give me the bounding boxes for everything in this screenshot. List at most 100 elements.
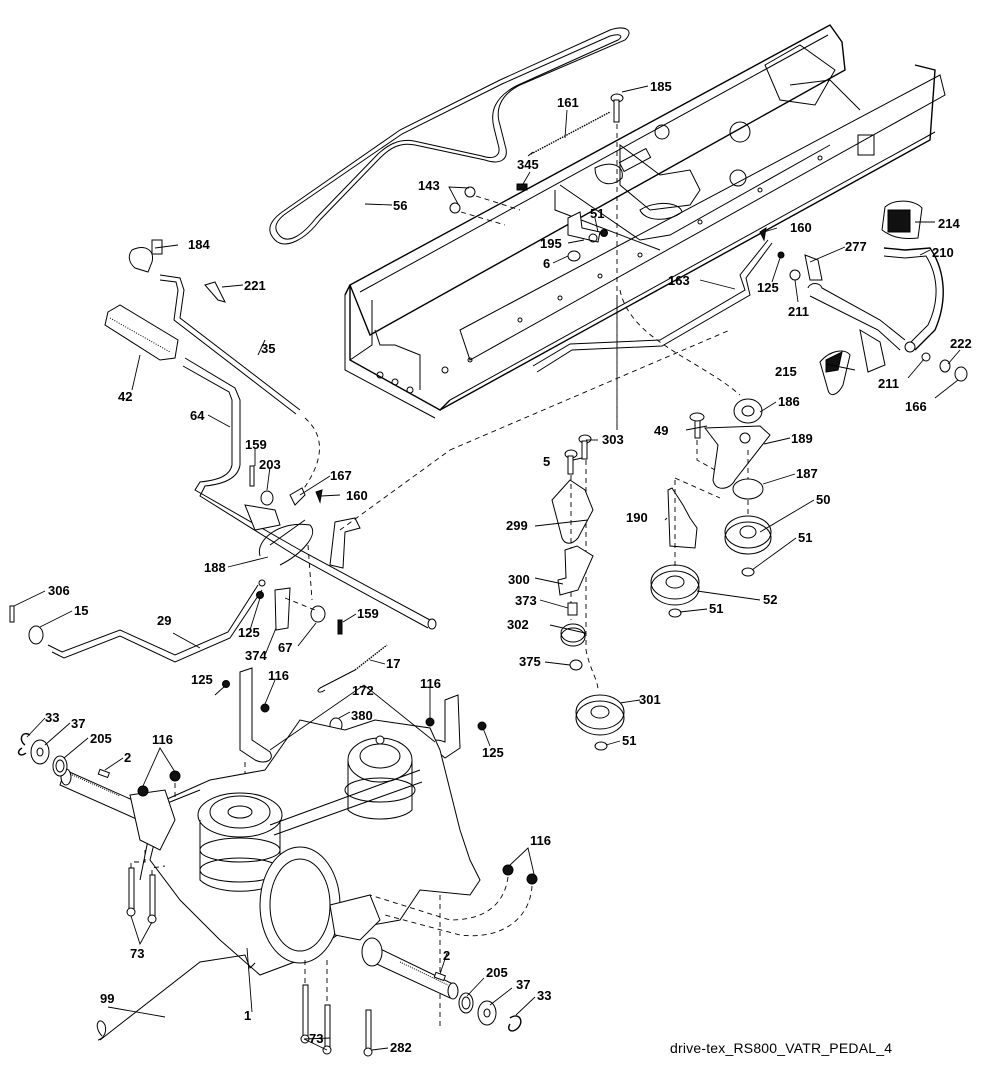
callout-56: 56 — [393, 198, 407, 213]
callout-185: 185 — [650, 79, 672, 94]
callout-211: 211 — [788, 304, 809, 319]
right-axle — [361, 937, 459, 1000]
bracket-374 — [256, 544, 343, 635]
callout-210: 210 — [932, 245, 954, 260]
e-clip-33 — [508, 1015, 522, 1032]
bolt-282 — [363, 1009, 373, 1057]
callout-282: 282 — [390, 1040, 412, 1055]
callout-159: 159 — [245, 437, 267, 452]
callout-52: 52 — [763, 592, 777, 607]
callout-187: 187 — [796, 466, 818, 481]
pedal-pad-42 — [104, 304, 179, 361]
nut-375 — [569, 659, 583, 671]
clip-221 — [204, 281, 226, 303]
callout-51: 51 — [798, 530, 812, 545]
rod-29 — [47, 579, 266, 663]
callout-222: 222 — [950, 336, 972, 351]
callout-116: 116 — [152, 732, 173, 747]
drive-belt-56 — [269, 27, 630, 245]
callout-64: 64 — [190, 408, 205, 423]
pulley-301 — [575, 694, 625, 736]
callout-125: 125 — [757, 280, 779, 295]
transaxle-1 — [139, 719, 481, 976]
rod-35 — [159, 274, 320, 501]
spring-17 — [317, 644, 388, 693]
callout-190: 190 — [626, 510, 648, 525]
callout-300: 300 — [508, 572, 530, 587]
clip-160 — [759, 226, 767, 242]
callout-51: 51 — [622, 733, 636, 748]
callout-15: 15 — [74, 603, 88, 618]
callout-67: 67 — [278, 640, 292, 655]
callout-50: 50 — [816, 492, 830, 507]
nut-51 — [741, 567, 755, 577]
washer-37 — [30, 739, 50, 765]
belt-guide-190 — [667, 477, 721, 568]
nut-51 — [600, 229, 608, 237]
callout-143: 143 — [418, 178, 440, 193]
callout-73: 73 — [130, 946, 144, 961]
callout-189: 189 — [791, 431, 813, 446]
washer-37 — [477, 1000, 497, 1026]
callout-375: 375 — [519, 654, 541, 669]
bypass-rod-99 — [96, 954, 256, 1041]
callout-51: 51 — [590, 206, 604, 221]
callout-374: 374 — [245, 648, 267, 663]
callout-37: 37 — [71, 716, 85, 731]
diagram-caption: drive-tex_RS800_VATR_PEDAL_4 — [670, 1040, 893, 1056]
callout-labels: 185 161 345 143 56 51 195 6 160 214 210 … — [45, 79, 972, 1055]
nut-51 — [594, 741, 608, 751]
callout-186: 186 — [778, 394, 800, 409]
callout-188: 188 — [204, 560, 226, 575]
bracket-195 — [567, 211, 601, 243]
callout-125: 125 — [482, 745, 504, 760]
callout-301: 301 — [639, 692, 661, 707]
callout-116: 116 — [420, 676, 441, 691]
callout-211: 211 — [878, 376, 899, 391]
callout-184: 184 — [188, 237, 210, 252]
callout-214: 214 — [938, 216, 960, 231]
pedal-arm-64 — [182, 357, 437, 630]
callout-345: 345 — [517, 157, 539, 172]
left-axle — [59, 768, 176, 851]
callout-373: 373 — [515, 593, 537, 608]
nuts-116 — [369, 864, 538, 937]
callout-73: 73 — [309, 1031, 323, 1046]
callout-17: 17 — [386, 656, 400, 671]
washer-187 — [732, 478, 764, 500]
callout-125: 125 — [191, 672, 213, 687]
brake-pedal-assembly — [777, 200, 968, 396]
spacer-373 — [567, 602, 578, 616]
callout-51: 51 — [709, 601, 723, 616]
callout-33: 33 — [45, 710, 59, 725]
callout-2: 2 — [124, 750, 131, 765]
pulley-52 — [650, 564, 700, 606]
washer-205 — [52, 755, 68, 777]
e-clip-33 — [17, 733, 31, 756]
rod-163 — [532, 239, 773, 430]
bolt-185 — [610, 93, 624, 430]
chassis-frame — [344, 24, 946, 419]
callout-163: 163 — [668, 273, 690, 288]
callout-1: 1 — [244, 1008, 251, 1023]
knob-184 — [128, 239, 163, 273]
callout-6: 6 — [543, 256, 550, 271]
bracket-300 — [557, 545, 594, 596]
key-2 — [433, 971, 447, 982]
leader-lines — [13, 85, 961, 1051]
pulley-302 — [560, 623, 586, 647]
key-2 — [97, 768, 111, 779]
nut-51 — [668, 608, 682, 618]
callout-49: 49 — [654, 423, 668, 438]
pedal-shaft-hardware — [244, 329, 731, 569]
spring-161 — [527, 111, 611, 157]
callout-2: 2 — [443, 948, 450, 963]
callout-160: 160 — [346, 488, 368, 503]
callout-159: 159 — [357, 606, 379, 621]
callout-160: 160 — [790, 220, 812, 235]
callout-99: 99 — [100, 991, 114, 1006]
pulley-50 — [724, 500, 772, 555]
callout-166: 166 — [905, 399, 927, 414]
callout-29: 29 — [157, 613, 171, 628]
